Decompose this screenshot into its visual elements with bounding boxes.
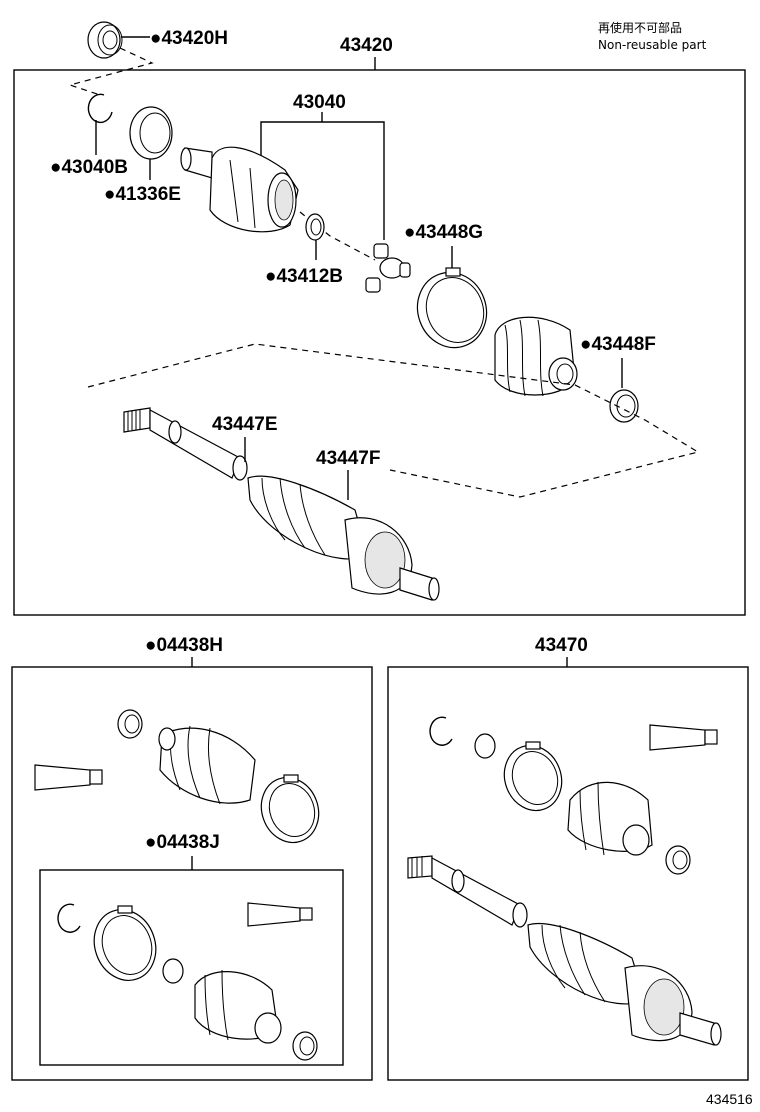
frame-04438h: [11, 666, 373, 1081]
label-43420: 43420: [340, 35, 393, 56]
clamp-43448g[interactable]: [407, 263, 497, 358]
label-43040: 43040: [293, 92, 346, 113]
kit-04438h-parts[interactable]: [34, 709, 328, 851]
label-43447f: 43447F: [316, 448, 380, 469]
frame-04438j: [39, 869, 344, 1066]
kit-43470-parts[interactable]: [407, 716, 722, 1046]
label-43040b: ●43040B: [50, 157, 128, 178]
inboard-joint-housing[interactable]: [180, 146, 299, 233]
label-43448g: ●43448G: [404, 222, 483, 243]
drive-shaft-assembly[interactable]: [123, 407, 440, 601]
oil-seal-43420h[interactable]: [87, 21, 123, 59]
tripod-joint[interactable]: [365, 243, 411, 293]
clamp-43448f[interactable]: [609, 389, 639, 423]
frame-43420: [13, 69, 746, 616]
label-43470: 43470: [535, 635, 588, 656]
label-43420h: ●43420H: [150, 28, 228, 49]
ring-41336e[interactable]: [129, 106, 173, 160]
frame-43470: [387, 666, 749, 1081]
legend-item-en: Non-reusable part: [598, 38, 707, 52]
label-43448f: ●43448F: [580, 334, 656, 355]
snap-ring-43040b[interactable]: [87, 93, 113, 124]
legend-item-ja: 再使用不可部品: [598, 20, 682, 35]
label-43412b: ●43412B: [265, 266, 343, 287]
label-41336e: ●41336E: [104, 184, 181, 205]
legend: 再使用不可部品 Non-reusable part: [598, 20, 707, 52]
label-43447e: 43447E: [212, 414, 278, 435]
diagram-code: 434516: [706, 1091, 753, 1107]
label-04438h: ●04438H: [145, 635, 223, 656]
snap-ring-43412b[interactable]: [305, 213, 325, 241]
kit-04438j-parts[interactable]: [57, 901, 318, 1061]
label-04438j: ●04438J: [145, 832, 220, 853]
